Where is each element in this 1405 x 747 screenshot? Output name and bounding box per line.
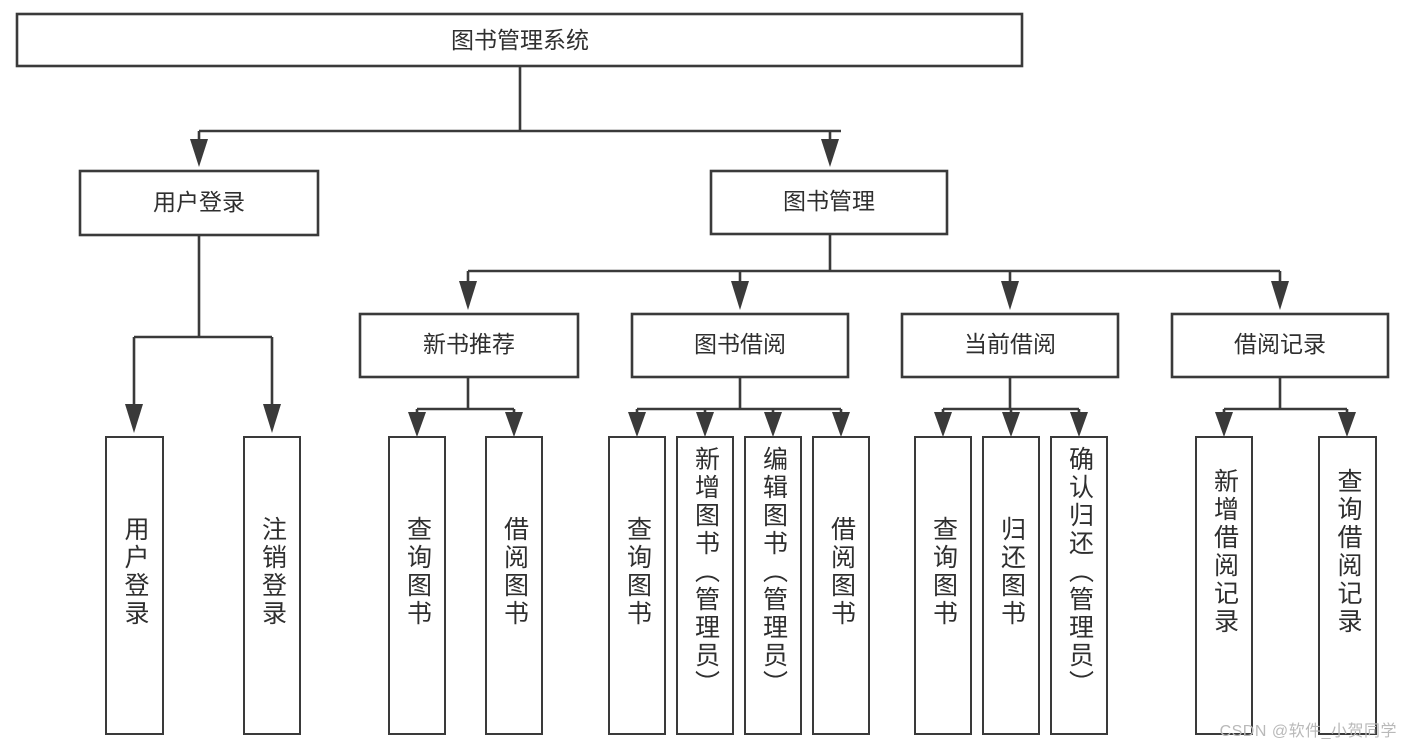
- leaf-user-login-label: 用户登录: [121, 516, 149, 628]
- connector-currentborrow-to-leaves: [934, 377, 1088, 437]
- node-root-label: 图书管理系统: [451, 27, 589, 53]
- node-current-borrow-label: 当前借阅: [964, 331, 1056, 357]
- node-current-borrow[interactable]: 当前借阅: [900, 312, 1120, 379]
- leaf-user-logout-label: 注销登录: [258, 516, 287, 628]
- leaf-borrow-query-book[interactable]: 查询图书: [608, 436, 666, 735]
- connector-userlogin-to-leaves: [125, 235, 281, 433]
- leaf-borrow-add-book-admin-label: 新增图书（管理员）: [691, 446, 720, 698]
- node-new-book-recommend[interactable]: 新书推荐: [358, 312, 580, 379]
- connector-root-to-level2: [190, 66, 841, 167]
- node-book-borrow[interactable]: 图书借阅: [630, 312, 850, 379]
- node-book-management-label: 图书管理: [783, 188, 875, 214]
- leaf-borrow-edit-book-admin[interactable]: 编辑图书（管理员）: [744, 436, 802, 735]
- leaf-current-confirm-return-admin[interactable]: 确认归还（管理员）: [1050, 436, 1108, 735]
- connector-newbook-to-leaves: [408, 377, 523, 437]
- leaf-borrow-query-book-label: 查询图书: [623, 516, 652, 628]
- leaf-record-add-record-label: 新增借阅记录: [1210, 468, 1239, 636]
- leaf-record-query-record-label: 查询借阅记录: [1334, 468, 1362, 636]
- leaf-user-login[interactable]: 用户登录: [105, 436, 164, 735]
- leaf-borrow-edit-book-admin-label: 编辑图书（管理员）: [759, 446, 788, 698]
- leaf-newbook-query-book-label: 查询图书: [403, 516, 432, 628]
- leaf-current-query-book-label: 查询图书: [929, 516, 958, 628]
- leaf-record-add-record[interactable]: 新增借阅记录: [1195, 436, 1253, 735]
- leaf-newbook-borrow-book[interactable]: 借阅图书: [485, 436, 543, 735]
- leaf-borrow-add-book-admin[interactable]: 新增图书（管理员）: [676, 436, 734, 735]
- leaf-borrow-borrow-book[interactable]: 借阅图书: [812, 436, 870, 735]
- leaf-current-return-book[interactable]: 归还图书: [982, 436, 1040, 735]
- node-user-login[interactable]: 用户登录: [78, 169, 320, 237]
- connector-bookmgmt-to-level3: [459, 234, 1289, 310]
- node-borrow-record-label: 借阅记录: [1234, 331, 1326, 357]
- leaf-current-return-book-label: 归还图书: [997, 516, 1026, 628]
- connector-borrowrecord-to-leaves: [1215, 377, 1356, 437]
- node-borrow-record[interactable]: 借阅记录: [1170, 312, 1390, 379]
- leaf-borrow-borrow-book-label: 借阅图书: [827, 516, 856, 628]
- node-book-borrow-label: 图书借阅: [694, 331, 786, 357]
- leaf-record-query-record[interactable]: 查询借阅记录: [1318, 436, 1377, 735]
- leaf-newbook-borrow-book-label: 借阅图书: [500, 516, 529, 628]
- node-user-login-label: 用户登录: [153, 189, 245, 215]
- node-root[interactable]: 图书管理系统: [15, 12, 1024, 68]
- leaf-newbook-query-book[interactable]: 查询图书: [388, 436, 446, 735]
- node-book-management[interactable]: 图书管理: [709, 169, 949, 236]
- leaf-current-confirm-return-admin-label: 确认归还（管理员）: [1065, 446, 1094, 698]
- leaf-user-logout[interactable]: 注销登录: [243, 436, 301, 735]
- leaf-current-query-book[interactable]: 查询图书: [914, 436, 972, 735]
- node-new-book-recommend-label: 新书推荐: [423, 331, 515, 357]
- connector-bookborrow-to-leaves: [628, 377, 850, 437]
